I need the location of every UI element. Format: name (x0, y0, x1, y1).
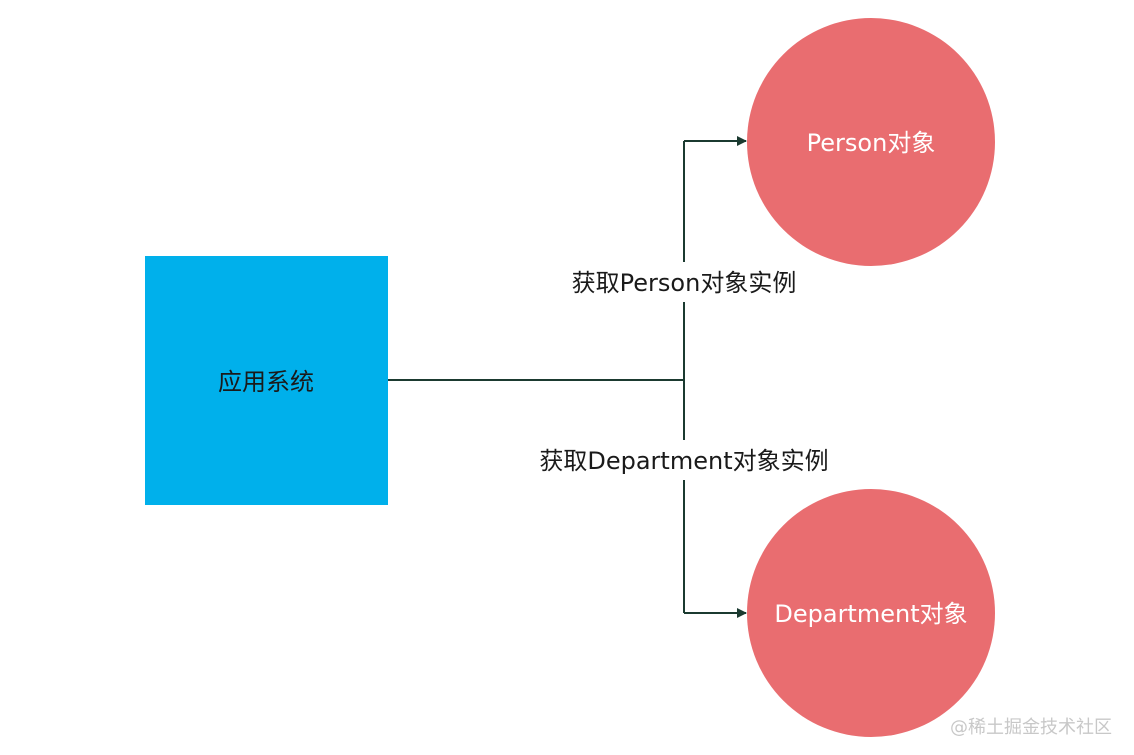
edge-label-get-department-text: 获取Department对象实例 (539, 447, 828, 475)
edge-label-get-person-text: 获取Person对象实例 (572, 269, 797, 297)
department-circle (747, 489, 995, 737)
connectors (388, 136, 747, 618)
department-node: Department对象 (747, 489, 995, 737)
department-label: Department对象 (774, 600, 967, 628)
edge-label-get-person-bg (556, 262, 812, 302)
app-node: 应用系统 (145, 256, 388, 505)
person-circle (747, 18, 995, 266)
watermark: @稀土掘金技术社区 (950, 717, 1112, 738)
edge-label-get-department-bg (524, 440, 844, 480)
person-node: Person对象 (747, 18, 995, 266)
edge-label-get-person: 获取Person对象实例 (556, 262, 812, 302)
person-label: Person对象 (807, 129, 936, 157)
app-label: 应用系统 (218, 368, 314, 396)
app-box (145, 256, 388, 505)
edge-label-get-department: 获取Department对象实例 (524, 440, 844, 480)
